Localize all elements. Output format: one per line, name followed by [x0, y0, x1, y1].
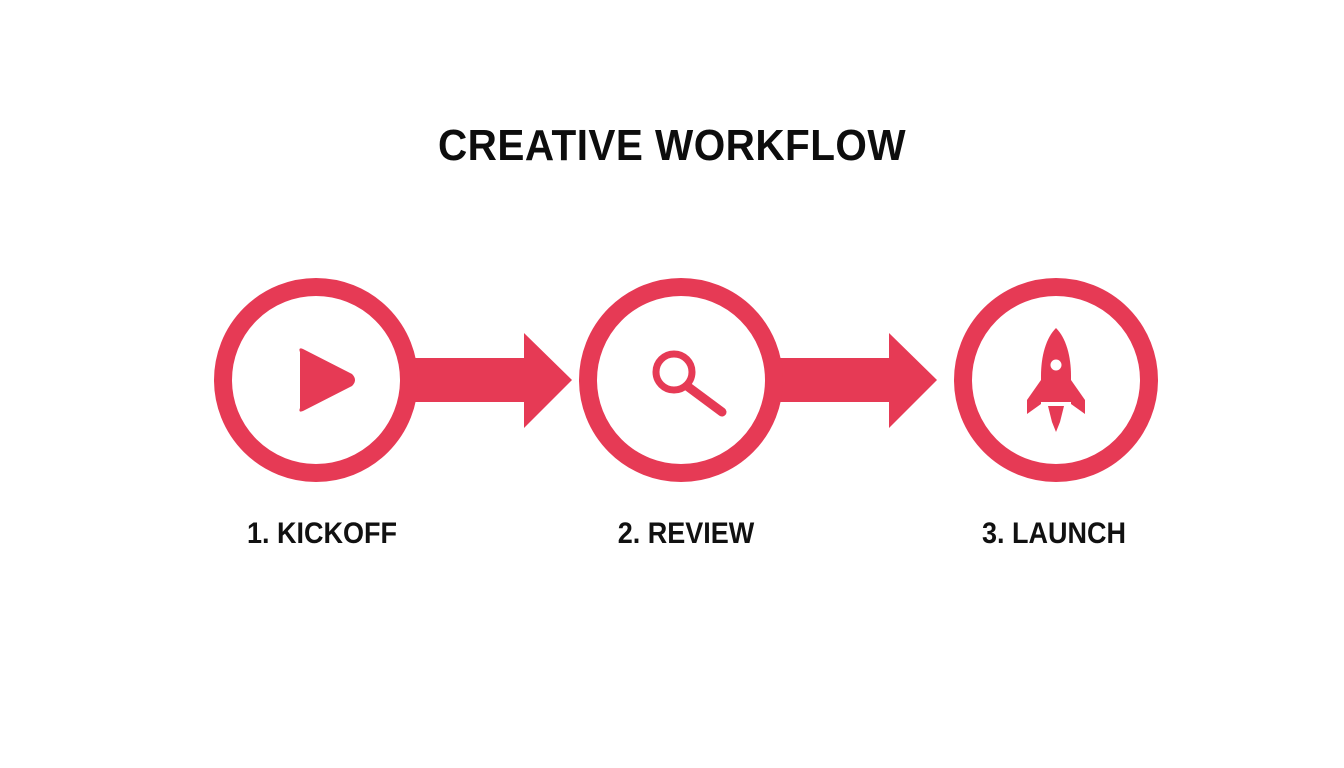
search-icon: [652, 350, 727, 417]
step-label-launch: 3. LAUNCH: [981, 517, 1126, 550]
step-label-kickoff: 1. KICKOFF: [246, 517, 397, 550]
play-icon: [299, 348, 355, 412]
arrow-connector-2: [773, 333, 937, 428]
step-kickoff: [214, 278, 418, 482]
rocket-icon: [1027, 328, 1085, 432]
step-review: [579, 278, 783, 482]
page-title: CREATIVE WORKFLOW: [437, 121, 907, 170]
step-label-review: 2. REVIEW: [617, 517, 755, 550]
arrow-connector-1: [408, 333, 572, 428]
step-launch: [954, 278, 1158, 482]
